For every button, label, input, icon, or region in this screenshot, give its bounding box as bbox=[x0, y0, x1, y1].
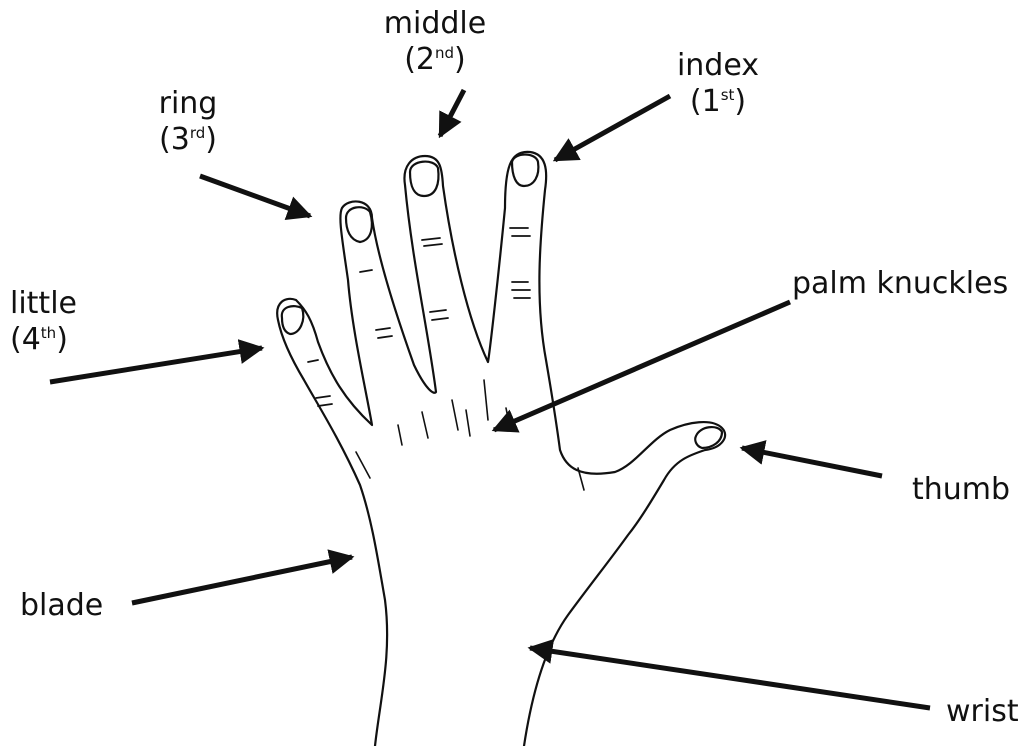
index-nail bbox=[512, 155, 538, 187]
ring-label: ring (3rd) bbox=[148, 86, 228, 162]
middle-label: middle (2nd) bbox=[372, 6, 498, 82]
palm-knuckles-arrow bbox=[494, 302, 790, 430]
label-arrows bbox=[50, 90, 930, 708]
ring-nail bbox=[346, 207, 372, 242]
wrist-arrow bbox=[530, 648, 930, 708]
little-label: little (4th) bbox=[10, 286, 110, 362]
index-name: index bbox=[668, 48, 768, 84]
thumb-arrow bbox=[742, 448, 882, 476]
little-ordinal: (4th) bbox=[10, 322, 110, 362]
palm-knuckles-label: palm knuckles bbox=[792, 266, 1028, 302]
ring-name: ring bbox=[148, 86, 228, 122]
hand-outline bbox=[277, 152, 725, 746]
middle-ordinal: (2nd) bbox=[372, 42, 498, 82]
index-arrow bbox=[555, 96, 670, 160]
wrist-label: wrist bbox=[946, 694, 1032, 730]
blade-arrow bbox=[132, 557, 352, 603]
middle-name: middle bbox=[372, 6, 498, 42]
index-ordinal: (1st) bbox=[668, 84, 768, 124]
little-nail bbox=[282, 306, 303, 334]
finger-creases bbox=[308, 228, 530, 406]
blade-label: blade bbox=[20, 588, 140, 624]
middle-nail bbox=[410, 162, 438, 196]
ring-arrow bbox=[200, 176, 310, 216]
index-label: index (1st) bbox=[668, 48, 768, 124]
ring-ordinal: (3rd) bbox=[148, 122, 228, 162]
palm-knuckle-lines bbox=[356, 380, 584, 490]
middle-arrow bbox=[440, 90, 464, 136]
little-name: little bbox=[10, 286, 110, 322]
hand-contour bbox=[277, 152, 725, 746]
thumb-label: thumb bbox=[912, 472, 1032, 508]
